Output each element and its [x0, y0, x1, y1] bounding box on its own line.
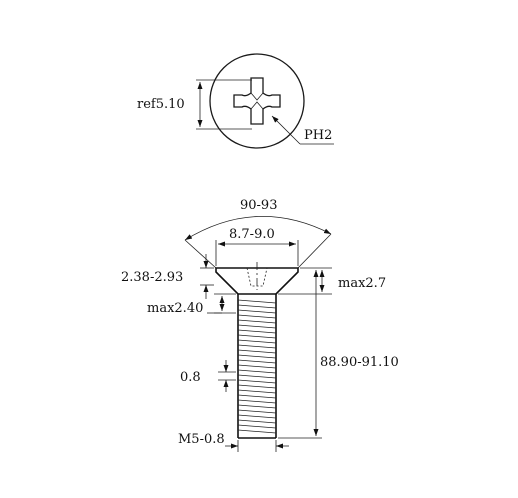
ref-diameter-label: ref5.10 [137, 97, 185, 112]
thread-label: M5-0.8 [178, 432, 225, 447]
thread-line [237, 354, 277, 359]
head-height-max-label: max2.7 [338, 276, 386, 291]
head-outline-circle [209, 53, 305, 149]
thread-line [237, 369, 277, 374]
thread-line [237, 349, 277, 354]
thread-line [237, 404, 277, 409]
thread-lines [237, 299, 277, 434]
drive-leader [271, 115, 301, 145]
angle-label: 90-93 [240, 198, 277, 213]
pitch-label: 0.8 [180, 370, 201, 385]
head-height-range-label: 2.38-2.93 [121, 270, 183, 285]
thread-line [237, 414, 277, 419]
top-view: ref5.10 PH2 [137, 53, 334, 149]
thread-line [237, 389, 277, 394]
angle-ext-left [184, 239, 217, 269]
thread-line [237, 394, 277, 399]
thread-line [237, 359, 277, 364]
thread-line [237, 409, 277, 414]
thread-line [237, 419, 277, 424]
angle-ext-right [297, 233, 332, 269]
thread-line [237, 424, 277, 429]
head-diameter-label: 8.7-9.0 [229, 227, 275, 242]
thread-line [237, 314, 277, 319]
drive-label: PH2 [304, 128, 332, 143]
thread-line [237, 374, 277, 379]
thread-line [237, 299, 277, 304]
thread-line [237, 304, 277, 309]
side-view: 90-93 8.7-9.0 2.38-2.93 max2.7 max2.40 [121, 198, 399, 452]
thread-line [237, 384, 277, 389]
length-label: 88.90-91.10 [320, 355, 399, 370]
angle-arc [184, 215, 332, 241]
thread-line [237, 319, 277, 324]
thread-line [237, 324, 277, 329]
recess-inner-lines [250, 92, 264, 110]
thread-line [237, 339, 277, 344]
thread-line [237, 309, 277, 314]
thread-line [237, 334, 277, 339]
thread-line [237, 429, 277, 434]
thread-line [237, 364, 277, 369]
thread-line [237, 379, 277, 384]
phillips-recess [233, 77, 281, 125]
thread-line [237, 399, 277, 404]
thread-line [237, 344, 277, 349]
underhead-max-label: max2.40 [147, 301, 203, 316]
thread-line [237, 329, 277, 334]
